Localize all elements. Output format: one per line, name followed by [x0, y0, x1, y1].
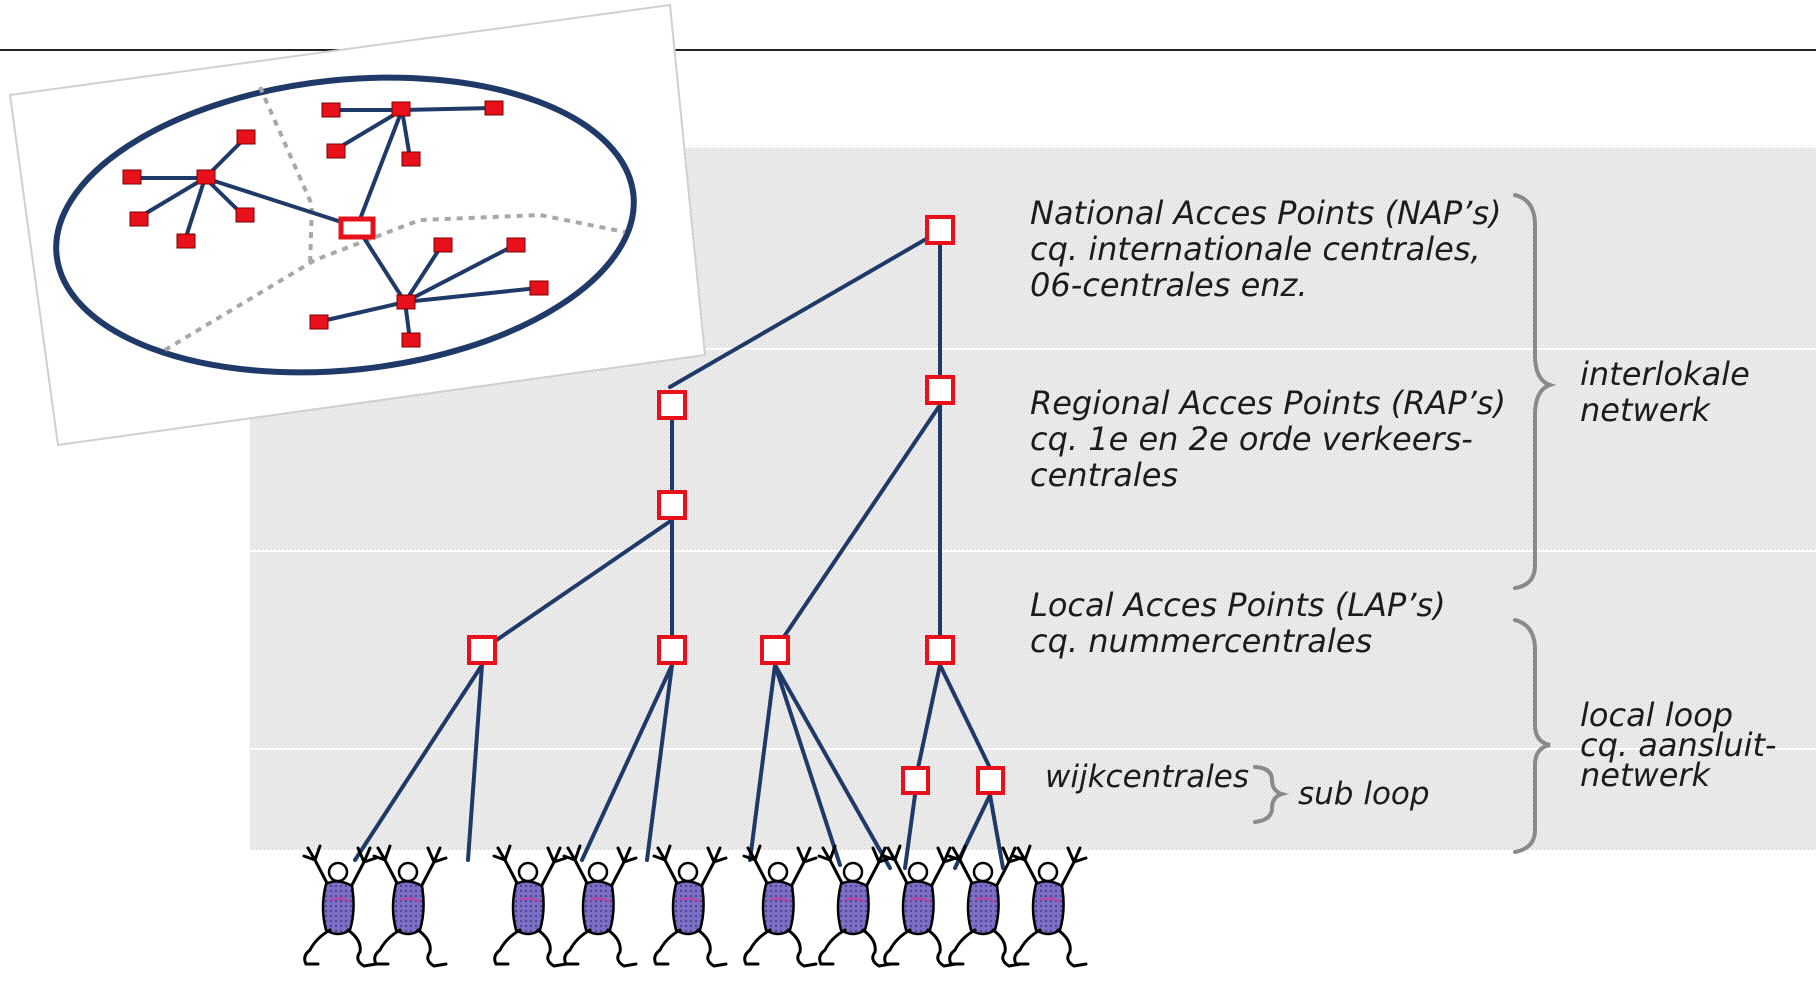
lap-node-3 — [760, 635, 790, 665]
subscriber-figure — [947, 844, 1023, 968]
label-rap-line-1: Regional Acces Points (RAP’s) — [1030, 384, 1506, 422]
lap-node-1 — [467, 635, 497, 665]
wijk-node-1 — [901, 766, 930, 795]
subscribers — [302, 844, 1088, 968]
subscriber-figure — [492, 844, 568, 968]
lap-node-2 — [657, 635, 687, 665]
label-rap-line-2: cq. 1e en 2e orde verkeers- — [1030, 420, 1473, 458]
wijk-node-2 — [976, 766, 1005, 795]
rap-node-3 — [657, 490, 687, 520]
label-nap-line-1: National Acces Points (NAP’s) — [1030, 194, 1502, 232]
subscriber-figure — [652, 844, 728, 968]
label-rap-line-3: centrales — [1030, 456, 1179, 494]
bracket-interlokaal — [1513, 193, 1557, 590]
label-nap: National Acces Points (NAP’s) cq. intern… — [1030, 195, 1502, 303]
nap-node — [925, 215, 955, 245]
label-lap: Local Acces Points (LAP’s) cq. nummercen… — [1030, 587, 1446, 659]
lap-node-4 — [925, 635, 955, 665]
label-nap-line-3: 06-centrales enz. — [1030, 266, 1308, 304]
band-lap — [250, 552, 1816, 748]
subscriber-figure — [1012, 844, 1088, 968]
subscriber-figure — [302, 844, 378, 968]
label-interlokale-line-2: netwerk — [1580, 391, 1711, 429]
rap-node-2 — [925, 375, 955, 405]
label-local-loop-line-3: netwerk — [1580, 756, 1711, 794]
label-local-loop: local loop cq. aansluit- netwerk — [1580, 696, 1777, 794]
label-nap-line-2: cq. internationale centrales, — [1030, 230, 1481, 268]
brackets — [1253, 193, 1557, 854]
label-lap-line-1: Local Acces Points (LAP’s) — [1030, 586, 1446, 624]
inset-region-ellipse — [53, 74, 637, 376]
inset-region-dividers — [163, 86, 626, 352]
label-lap-line-2: cq. nummercentrales — [1030, 622, 1373, 660]
bracket-local-loop — [1513, 618, 1551, 854]
subscriber-figure — [882, 844, 958, 968]
subscriber-figure — [817, 844, 893, 968]
label-interlokale-netwerk: interlokale netwerk — [1580, 356, 1750, 428]
level-bands — [250, 148, 1816, 850]
label-local-loop-line-1: local loop — [1580, 696, 1734, 734]
subscriber-figure — [562, 844, 638, 968]
inset-nodes — [122, 100, 549, 348]
network-map-inset — [8, 3, 707, 447]
hierarchy-nodes — [467, 215, 1005, 795]
label-wijkcentrales: wijkcentrales — [1045, 759, 1250, 795]
hierarchy-links — [353, 229, 1005, 870]
label-sub-loop: sub loop — [1298, 776, 1430, 812]
label-rap: Regional Acces Points (RAP’s) cq. 1e en … — [1030, 385, 1506, 493]
rap-node-1 — [657, 390, 687, 420]
subscriber-figure — [372, 844, 448, 968]
label-interlokale-line-1: interlokale — [1580, 355, 1750, 393]
bracket-sub-loop — [1253, 765, 1289, 824]
label-local-loop-line-2: cq. aansluit- — [1580, 726, 1777, 764]
subscriber-figure — [742, 844, 818, 968]
band-wijk — [250, 750, 1816, 850]
band-rap — [250, 350, 1816, 550]
